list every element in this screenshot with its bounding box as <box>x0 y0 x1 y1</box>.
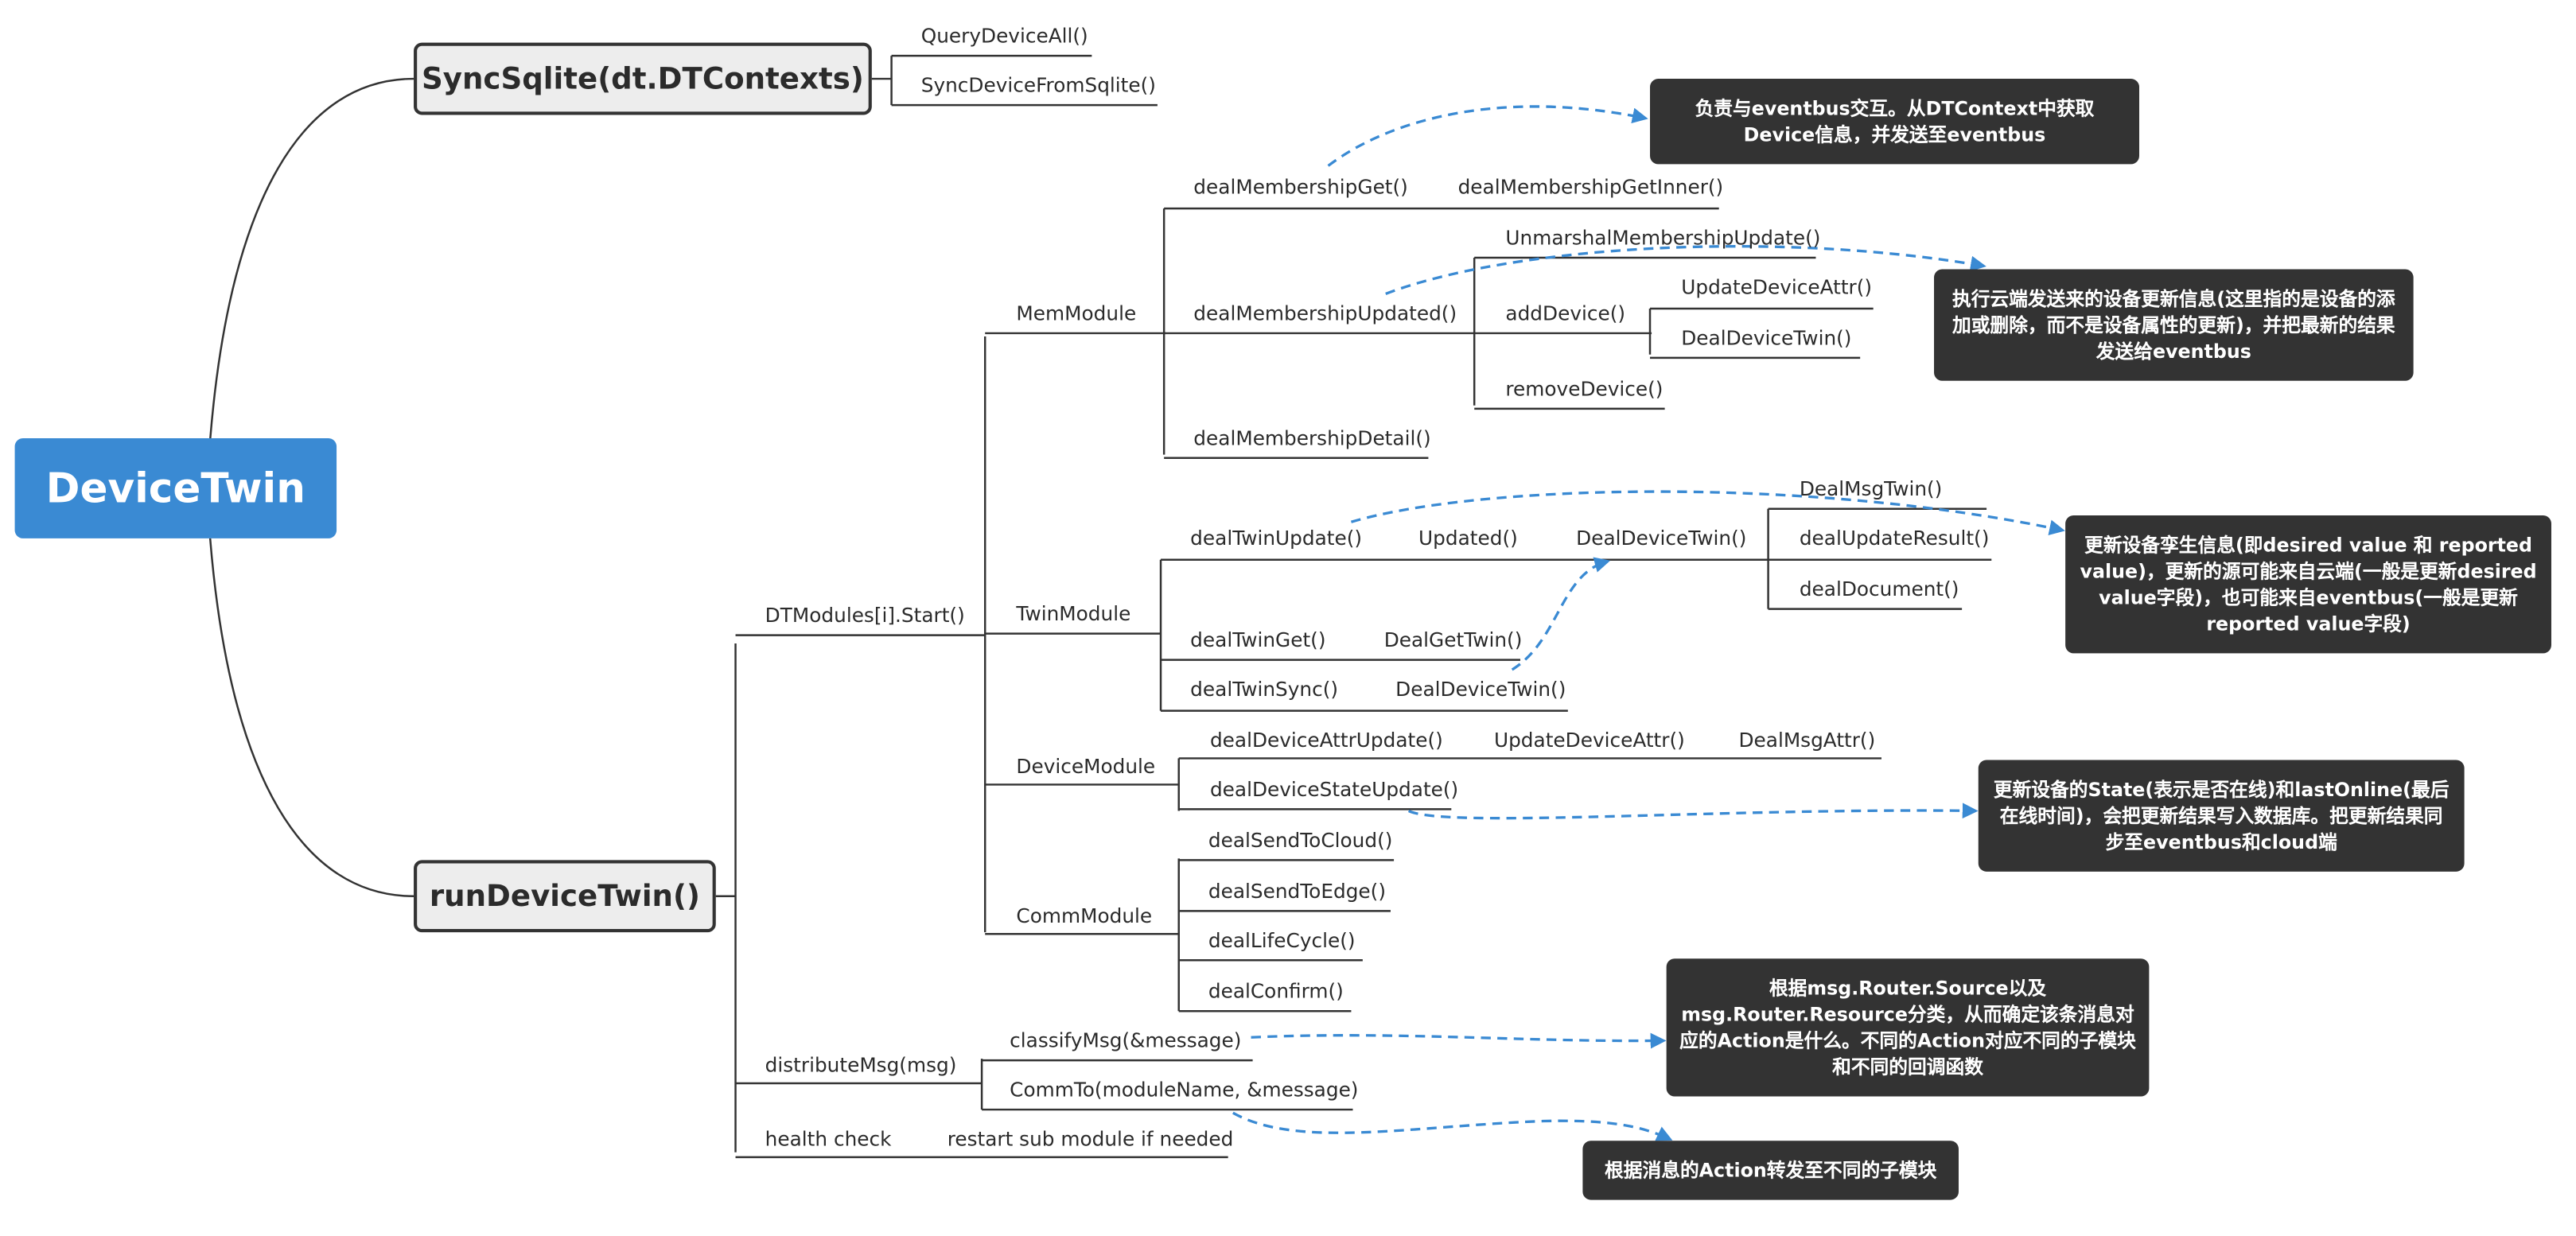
mem-module-node[interactable]: MemModule <box>1016 301 1137 325</box>
deal-update-result-node[interactable]: dealUpdateResult() <box>1799 527 1990 550</box>
note-membership-updated[interactable]: 执行云端发送来的设备更新信息(这里指的是设备的添加或删除，而不是设备属性的更新)… <box>1934 269 2414 381</box>
modules-start-node[interactable]: DTModules[i].Start() <box>765 604 965 628</box>
device-update-device-attr-node[interactable]: UpdateDeviceAttr() <box>1493 729 1685 752</box>
sync-deal-device-twin-node[interactable]: DealDeviceTwin() <box>1395 678 1566 702</box>
arrow-deal-get-twin <box>1511 557 1611 671</box>
deal-device-attr-update-node[interactable]: dealDeviceAttrUpdate() <box>1209 729 1443 752</box>
query-device-all-node[interactable]: QueryDeviceAll() <box>920 24 1088 48</box>
connector-run-trunk <box>715 643 737 1152</box>
arrow-commto <box>1232 1111 1673 1141</box>
connector-root-run <box>208 538 414 898</box>
comm-to-node[interactable]: CommTo(moduleName, &message) <box>1010 1078 1359 1102</box>
deal-twin-update-node[interactable]: dealTwinUpdate() <box>1190 527 1363 550</box>
deal-device-state-update-node[interactable]: dealDeviceStateUpdate() <box>1209 778 1459 802</box>
classify-msg-node[interactable]: classifyMsg(&message) <box>1010 1028 1242 1052</box>
deal-msg-attr-node[interactable]: DealMsgAttr() <box>1738 729 1876 752</box>
deal-send-to-edge-node[interactable]: dealSendToEdge() <box>1208 880 1386 904</box>
run-device-twin-node[interactable]: runDeviceTwin() <box>414 860 716 933</box>
note-comm-to[interactable]: 根据消息的Action转发至不同的子模块 <box>1582 1141 1959 1200</box>
connector-add-device <box>1648 307 1874 360</box>
note-twin-update[interactable]: 更新设备孪生信息(即desired value 和 reported value… <box>2065 515 2551 654</box>
note-classify[interactable]: 根据msg.Router.Source以及msg.Router.Resource… <box>1666 958 2150 1097</box>
deal-membership-get-node[interactable]: dealMembershipGet() <box>1193 175 1408 199</box>
health-check-node[interactable]: health check <box>765 1127 892 1151</box>
deal-confirm-node[interactable]: dealConfirm() <box>1208 980 1344 1003</box>
note-membership-get[interactable]: 负责与eventbus交互。从DTContext中获取Device信息，并发送至… <box>1650 79 2140 165</box>
deal-membership-detail-node[interactable]: dealMembershipDetail() <box>1193 426 1431 450</box>
deal-document-node[interactable]: dealDocument() <box>1799 577 1959 601</box>
deal-membership-get-inner-node[interactable]: dealMembershipGetInner() <box>1457 175 1724 199</box>
sync-device-from-sqlite-node[interactable]: SyncDeviceFromSqlite() <box>920 73 1156 97</box>
deal-msg-twin-node[interactable]: DealMsgTwin() <box>1799 477 1943 501</box>
note-state-update[interactable]: 更新设备的State(表示是否在线)和lastOnline(最后在线时间)，会把… <box>1978 760 2465 872</box>
arrow-classify <box>1251 1032 1667 1049</box>
arrow-membership-updated <box>1385 245 1986 295</box>
deal-twin-sync-node[interactable]: dealTwinSync() <box>1190 678 1339 702</box>
deal-life-cycle-node[interactable]: dealLifeCycle() <box>1208 929 1356 952</box>
comm-module-node[interactable]: CommModule <box>1016 904 1153 927</box>
connector-mem-updated-trunk <box>1473 256 1816 410</box>
restart-sub-module-node[interactable]: restart sub module if needed <box>947 1127 1234 1151</box>
connector-sync <box>871 54 1158 107</box>
add-device-node[interactable]: addDevice() <box>1505 301 1626 325</box>
twin-module-node[interactable]: TwinModule <box>1016 602 1131 626</box>
arrow-state-update <box>1407 803 1979 820</box>
arrow-membership-get <box>1327 105 1648 167</box>
remove-device-node[interactable]: removeDevice() <box>1505 377 1664 401</box>
twin-deal-device-twin-node[interactable]: DealDeviceTwin() <box>1576 527 1747 550</box>
arrow-twin-update <box>1350 490 2065 535</box>
root-node[interactable]: DeviceTwin <box>14 438 337 538</box>
connector-deal-device-twin <box>1767 507 1987 610</box>
deal-get-twin-node[interactable]: DealGetTwin() <box>1383 628 1523 652</box>
distribute-msg-node[interactable]: distributeMsg(msg) <box>765 1053 957 1077</box>
deal-twin-get-node[interactable]: dealTwinGet() <box>1190 628 1326 652</box>
connector-root-sync <box>208 77 414 441</box>
deal-membership-updated-node[interactable]: dealMembershipUpdated() <box>1193 301 1457 325</box>
deal-device-twin-node[interactable]: DealDeviceTwin() <box>1681 326 1852 350</box>
deal-send-to-cloud-node[interactable]: dealSendToCloud() <box>1208 829 1393 853</box>
update-device-attr-node[interactable]: UpdateDeviceAttr() <box>1681 275 1873 299</box>
updated-node[interactable]: Updated() <box>1418 527 1518 550</box>
device-module-node[interactable]: DeviceModule <box>1016 755 1156 779</box>
sync-sqlite-node[interactable]: SyncSqlite(dt.DTContexts) <box>414 42 872 115</box>
unmarshal-membership-update-node[interactable]: UnmarshalMembershipUpdate() <box>1505 226 1821 250</box>
